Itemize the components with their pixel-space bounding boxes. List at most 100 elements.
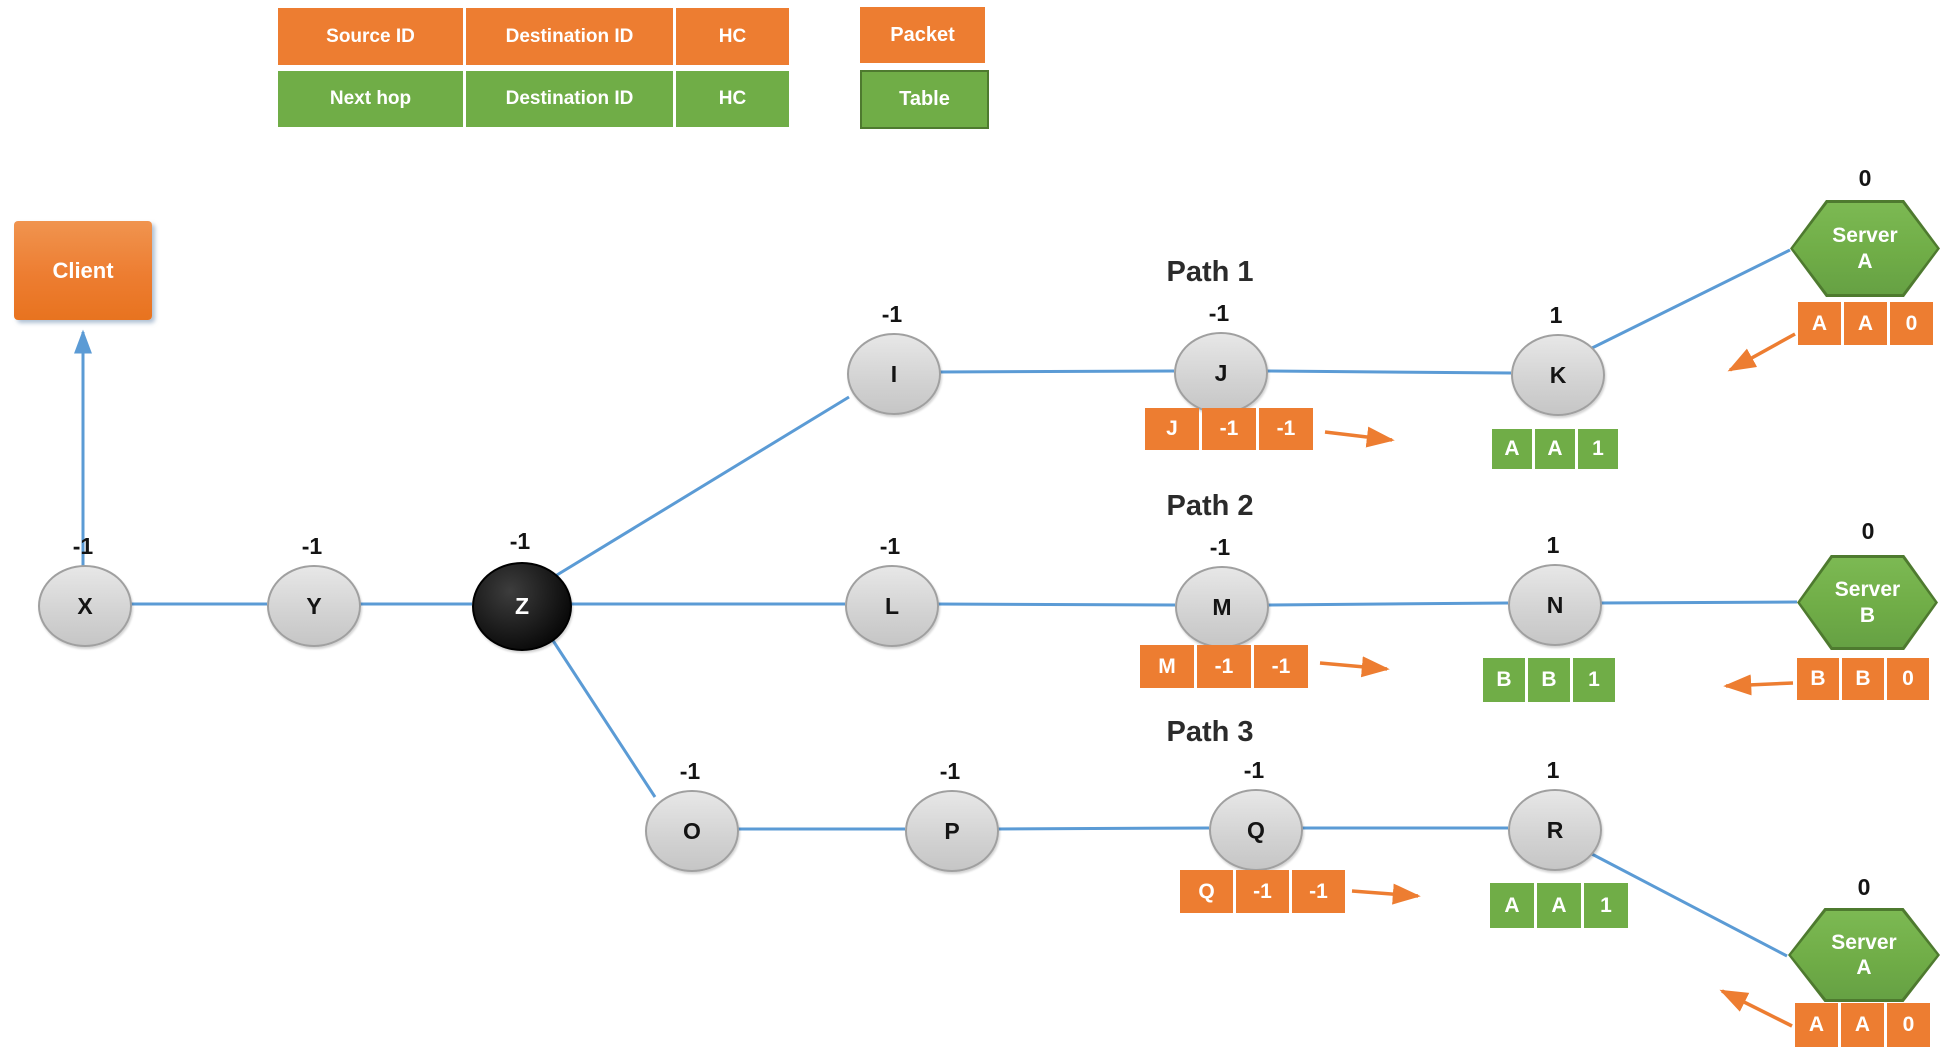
node-n: N (1508, 564, 1602, 646)
edge-p-q (994, 826, 1210, 831)
legend-source-id-cell: Source ID (278, 8, 463, 65)
node-o: O (645, 790, 739, 872)
legend-packet-header-row: Source ID Destination ID HC (278, 8, 789, 65)
packet-cell: A (1795, 1003, 1838, 1047)
packet-at-j: J -1 -1 (1145, 408, 1313, 450)
packet-arrow-server-b (1723, 674, 1794, 696)
packet-cell: 0 (1887, 1003, 1930, 1047)
packet-cell: -1 (1254, 645, 1308, 688)
node-m-value: -1 (1209, 534, 1231, 560)
node-k: K (1511, 334, 1605, 416)
table-cell: A (1537, 883, 1581, 928)
table-cell: A (1490, 883, 1534, 928)
path2-title: Path 2 (1166, 490, 1254, 522)
legend-hc-cell: HC (676, 8, 789, 65)
node-i: I (847, 333, 941, 415)
packet-cell: B (1797, 658, 1839, 700)
edge-r-server-a-bottom (1587, 850, 1788, 958)
node-z-value: -1 (509, 528, 531, 554)
edge-i-j (936, 369, 1175, 374)
legend-destination-id-cell: Destination ID (466, 8, 673, 65)
server-name: Server (1831, 930, 1897, 954)
table-cell: A (1492, 429, 1532, 469)
edge-l-m (934, 602, 1176, 607)
edge-z-i (551, 395, 850, 580)
node-l: L (845, 565, 939, 647)
legend-next-hop-cell: Next hop (278, 71, 463, 127)
node-j-value: -1 (1208, 300, 1230, 326)
server-a-top: Server A (1790, 200, 1940, 297)
node-x: X (38, 565, 132, 647)
server-id: A (1857, 249, 1873, 273)
packet-cell: B (1842, 658, 1884, 700)
node-m: M (1175, 566, 1269, 648)
server-b-value: 0 (1861, 518, 1875, 544)
packet-cell: A (1844, 302, 1887, 345)
packet-cell: -1 (1197, 645, 1251, 688)
packet-cell: A (1841, 1003, 1884, 1047)
server-name: Server (1834, 578, 1901, 602)
packet-arrow-q (1351, 883, 1421, 905)
packet-at-q: Q -1 -1 (1180, 870, 1345, 913)
server-id: B (1859, 603, 1876, 627)
edge-z-o (548, 635, 657, 798)
node-k-value: 1 (1549, 302, 1563, 328)
node-p-value: -1 (939, 758, 961, 784)
packet-at-server-a-bottom: A A 0 (1795, 1003, 1930, 1047)
table-cell: 1 (1584, 883, 1628, 928)
packet-at-m: M -1 -1 (1140, 645, 1308, 688)
server-b-body: Server B (1800, 558, 1935, 647)
packet-arrow-j (1324, 426, 1395, 448)
node-r-value: 1 (1546, 757, 1560, 783)
packet-at-server-b: B B 0 (1797, 658, 1929, 700)
server-a-bottom: Server A (1788, 908, 1940, 1002)
node-q-value: -1 (1243, 757, 1265, 783)
packet-cell: -1 (1202, 408, 1256, 450)
server-id: A (1856, 956, 1872, 979)
packet-arrow-server-a-top (1727, 332, 1796, 372)
path3-title: Path 3 (1166, 716, 1254, 748)
node-y: Y (267, 565, 361, 647)
node-q: Q (1209, 789, 1303, 871)
server-name: Server (1832, 224, 1898, 248)
packet-cell: A (1798, 302, 1841, 345)
node-z: Z (472, 562, 572, 651)
packet-cell: M (1140, 645, 1194, 688)
table-at-n: B B 1 (1483, 658, 1615, 702)
legend-table-key: Table (860, 70, 989, 129)
node-n-value: 1 (1546, 532, 1560, 558)
node-p: P (905, 790, 999, 872)
packet-cell: J (1145, 408, 1199, 450)
edge-k-server-a-top (1587, 248, 1791, 352)
packet-cell: -1 (1259, 408, 1313, 450)
packet-at-server-a-top: A A 0 (1798, 302, 1933, 345)
edge-m-n (1264, 601, 1509, 607)
table-cell: B (1528, 658, 1570, 702)
node-i-value: -1 (881, 301, 903, 327)
server-a-bottom-value: 0 (1857, 874, 1871, 900)
table-cell: A (1535, 429, 1575, 469)
server-b: Server B (1797, 555, 1938, 650)
packet-cell: 0 (1887, 658, 1929, 700)
legend-hc-cell: HC (676, 71, 789, 127)
packet-arrow-server-a-bottom (1719, 989, 1793, 1028)
path1-title: Path 1 (1166, 256, 1254, 288)
table-at-k: A A 1 (1492, 429, 1618, 469)
node-y-value: -1 (301, 533, 323, 559)
packet-cell: Q (1180, 870, 1233, 913)
legend-packet-key: Packet (860, 7, 985, 63)
edge-n-server-b (1597, 600, 1798, 605)
packet-cell: -1 (1236, 870, 1289, 913)
table-cell: B (1483, 658, 1525, 702)
table-cell: 1 (1573, 658, 1615, 702)
packet-arrow-m (1319, 656, 1390, 678)
server-a-top-body: Server A (1793, 203, 1937, 294)
node-r: R (1508, 789, 1602, 871)
table-at-r: A A 1 (1490, 883, 1628, 928)
node-o-value: -1 (679, 758, 701, 784)
node-j: J (1174, 332, 1268, 414)
edge-j-k (1263, 369, 1512, 375)
client-box: Client (14, 221, 152, 320)
